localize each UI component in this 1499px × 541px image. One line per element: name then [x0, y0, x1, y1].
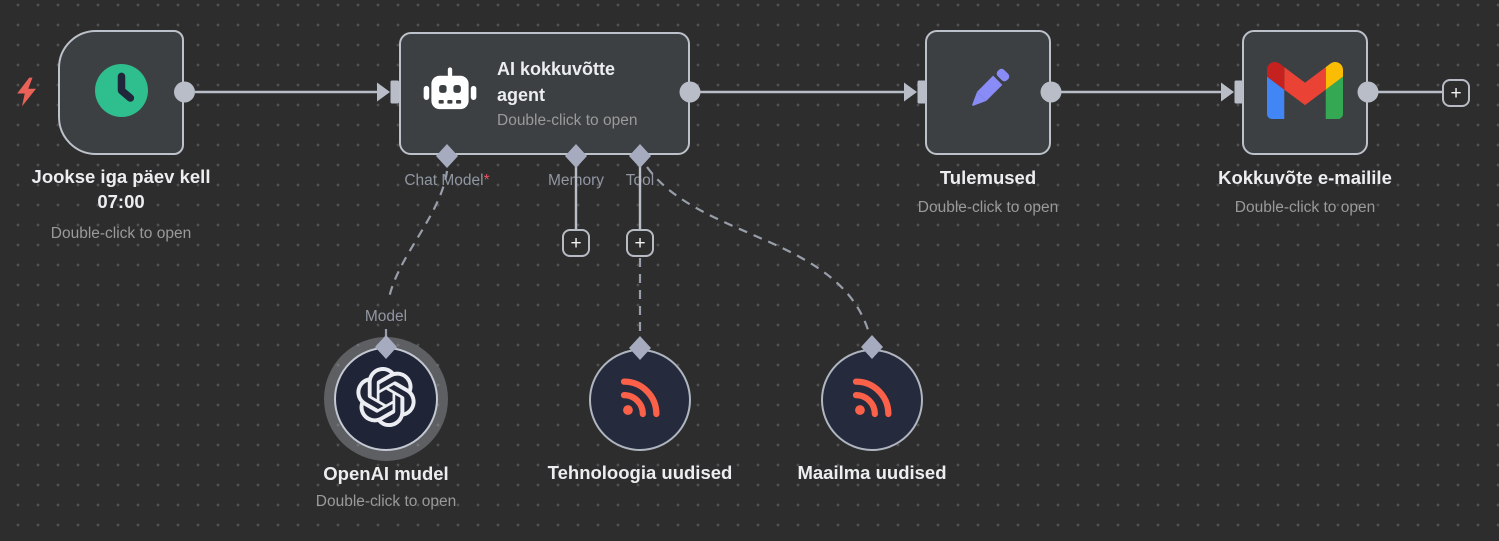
- email-subtitle: Double-click to open: [1234, 199, 1376, 216]
- node-schedule-trigger[interactable]: [58, 30, 184, 155]
- schedule-trigger-subtitle: Double-click to open: [50, 225, 192, 242]
- chat-model-label: Chat Model: [404, 172, 484, 189]
- port-label-tool: Tool: [625, 172, 655, 189]
- node-world-news[interactable]: [821, 349, 923, 451]
- add-memory-button[interactable]: +: [562, 229, 590, 257]
- node-openai-model[interactable]: [334, 347, 438, 451]
- rss-icon: [849, 374, 896, 426]
- input-port-agent[interactable]: [390, 80, 400, 104]
- node-ai-agent[interactable]: AI kokkuvõtte agent Double-click to open: [399, 32, 690, 155]
- world-news-title: Maailma uudised: [797, 462, 947, 483]
- input-arrow-email: [1221, 82, 1234, 102]
- openai-icon: [356, 366, 416, 432]
- connection-tool-to-worldnews: [646, 166, 871, 334]
- pencil-icon: [959, 61, 1017, 124]
- input-arrow-results: [904, 82, 917, 102]
- port-label-model: Model: [364, 308, 408, 325]
- node-tech-news[interactable]: [589, 349, 691, 451]
- chat-model-required-marker: *: [483, 172, 490, 189]
- robot-icon: [421, 62, 479, 125]
- rss-icon: [617, 374, 664, 426]
- email-title: Kokkuvõte e-mailile: [1218, 167, 1392, 188]
- ai-agent-title: AI kokkuvõtte agent: [497, 59, 616, 105]
- input-arrow-agent: [377, 82, 390, 102]
- node-email[interactable]: [1242, 30, 1368, 155]
- gmail-icon: [1267, 61, 1343, 124]
- connection-chatmodel-to-openai: [387, 170, 449, 299]
- add-tool-button[interactable]: +: [626, 229, 654, 257]
- clock-icon: [94, 63, 148, 122]
- port-label-memory: Memory: [548, 172, 604, 189]
- add-next-node-button[interactable]: +: [1442, 79, 1470, 107]
- schedule-trigger-title: Jookse iga päev kell 07:00: [31, 166, 211, 212]
- results-subtitle: Double-click to open: [917, 199, 1059, 216]
- results-title: Tulemused: [939, 167, 1037, 188]
- node-results[interactable]: [925, 30, 1051, 155]
- ai-agent-subtitle: Double-click to open: [497, 111, 638, 129]
- tech-news-title: Tehnoloogia uudised: [547, 462, 733, 483]
- openai-model-title: OpenAI mudel: [323, 463, 449, 484]
- port-label-chat-model: Chat Model*: [404, 172, 489, 190]
- openai-model-subtitle: Double-click to open: [315, 493, 457, 510]
- lightning-bolt-icon: [14, 77, 39, 112]
